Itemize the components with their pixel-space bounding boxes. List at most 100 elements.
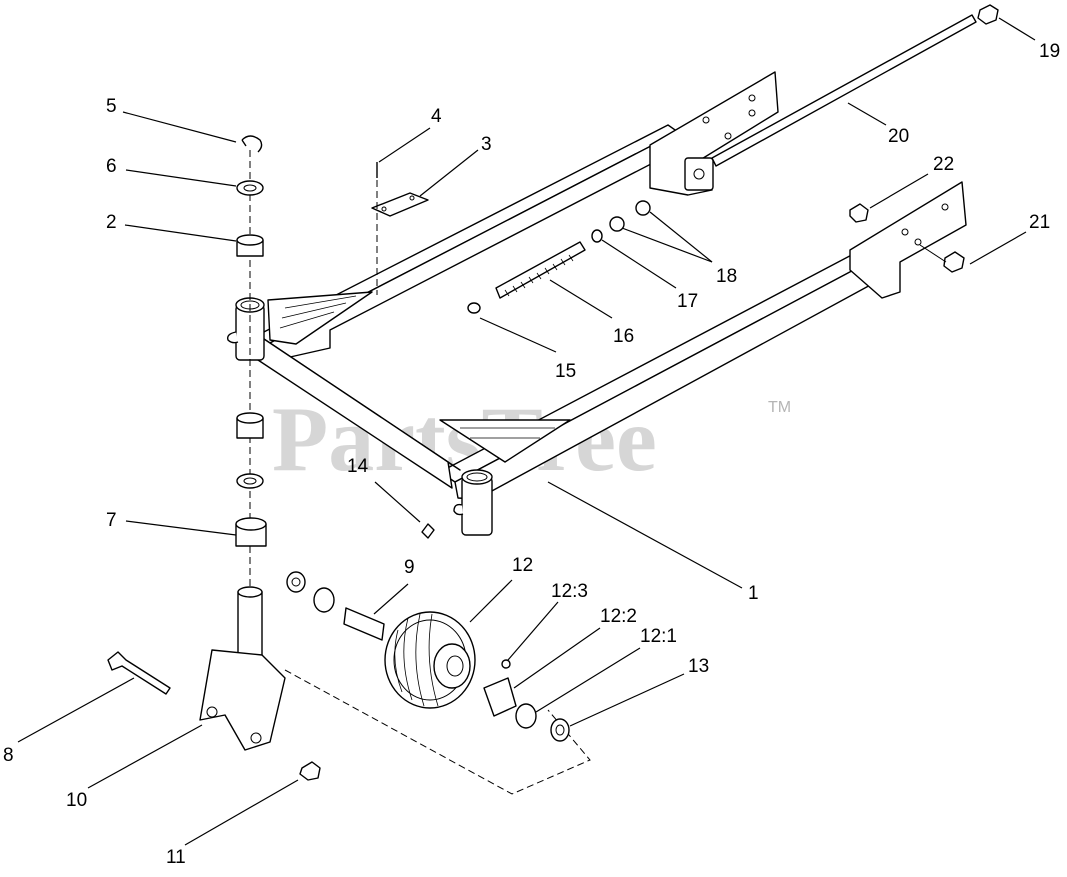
- bracket-far-hole-4: [748, 109, 756, 117]
- leader-2: [124, 224, 237, 242]
- leader-22: [869, 173, 929, 209]
- callout-13: 13: [688, 656, 709, 677]
- callout-1: 1: [748, 583, 759, 604]
- washer-part-15: [467, 302, 481, 314]
- callout-3: 3: [481, 134, 492, 155]
- leader-20: [847, 102, 887, 126]
- frame-rear-bracket-near: [849, 181, 967, 299]
- spacer-part-12-1: [515, 703, 537, 729]
- callout-18: 18: [716, 266, 737, 287]
- leader-14: [374, 481, 421, 523]
- leader-11: [184, 779, 299, 846]
- leader-18b: [649, 211, 713, 263]
- callout-15: 15: [555, 361, 576, 382]
- leader-15: [479, 317, 557, 353]
- leader-16: [549, 279, 613, 319]
- callout-10: 10: [66, 790, 87, 811]
- callout-20: 20: [888, 126, 909, 147]
- nut-part-18a: [609, 216, 625, 232]
- callout-9: 9: [404, 557, 415, 578]
- fork-hole-right: [250, 732, 262, 744]
- axle-axis: [284, 669, 591, 795]
- bearing-part-12-2: [483, 677, 517, 717]
- bracket-near-hole-3: [914, 238, 922, 246]
- bushing-lower-top: [236, 412, 264, 424]
- spacer-part-9: [343, 607, 385, 641]
- leader-lines: [17, 17, 1036, 846]
- leader-3: [419, 149, 479, 197]
- gusset-shade-2: [281, 302, 347, 319]
- rod-and-spring: [467, 4, 999, 314]
- pivot-tube-right-top: [461, 469, 493, 485]
- wheel-hub: [433, 643, 471, 689]
- nut-part-11: [299, 761, 321, 781]
- wheel-assembly: [286, 571, 570, 742]
- callout-12: 12: [512, 555, 533, 576]
- callout-12-2: 12:2: [600, 606, 637, 627]
- leader-12-2: [513, 627, 601, 689]
- bracket-far-hole-2: [724, 132, 732, 140]
- wheel-hub-bore: [446, 655, 464, 677]
- callout-12-3: 12:3: [551, 581, 588, 602]
- leader-17: [601, 239, 677, 289]
- hitch-block-hole: [693, 168, 705, 180]
- leader-12-3: [507, 601, 559, 661]
- nut-part-19: [977, 4, 999, 25]
- spacer-7-top: [235, 517, 267, 531]
- plate-and-screw: [371, 162, 429, 295]
- leader-4: [378, 127, 431, 163]
- washer-6-hole: [243, 184, 257, 192]
- frame-gusset-left: [267, 291, 373, 345]
- gusset-shade-1: [284, 295, 357, 309]
- leader-9: [373, 583, 409, 615]
- plate-hole-1: [381, 206, 387, 212]
- pivot-left-fitting: [226, 331, 239, 344]
- callout-14: 14: [347, 456, 369, 477]
- leader-12: [469, 579, 513, 623]
- bolt-part-8: [107, 651, 171, 695]
- bracket-far-hole-3: [748, 94, 756, 102]
- washer-part-17: [591, 229, 603, 243]
- callout-6: 6: [106, 156, 117, 177]
- clip-part-5: [241, 135, 263, 153]
- leader-21: [969, 231, 1027, 265]
- callout-19: 19: [1039, 41, 1060, 62]
- callout-16: 16: [613, 326, 634, 347]
- fork-part-10: [199, 649, 286, 751]
- washer-lower: [236, 473, 264, 489]
- washer-axle-left-hole: [291, 577, 301, 587]
- frame-gusset-right: [439, 419, 571, 463]
- fork-stem: [237, 591, 263, 658]
- bushing-2-top: [236, 234, 264, 246]
- bracket-far-hole-1: [702, 116, 710, 124]
- caster-fork: [107, 586, 591, 795]
- zerk-part-14: [421, 523, 435, 539]
- frame-hitch-block: [684, 157, 714, 191]
- callout-21: 21: [1029, 212, 1050, 233]
- callout-22: 22: [933, 154, 954, 175]
- watermark-tm: TM: [768, 399, 791, 416]
- leader-18a: [621, 227, 713, 263]
- fitting-part-12-3: [501, 659, 511, 669]
- fork-stem-top: [237, 586, 263, 598]
- spring-coils: [504, 254, 574, 297]
- bearing-axle-left: [313, 587, 335, 613]
- pivot-right-fitting: [453, 503, 464, 516]
- nut-part-18b: [635, 200, 651, 216]
- washer-part-6: [236, 180, 264, 196]
- callout-5: 5: [106, 96, 117, 117]
- leader-19: [998, 17, 1036, 41]
- pivot-tube-right-bore: [466, 472, 488, 482]
- fork-hole-left: [206, 706, 218, 718]
- plate-hole-2: [409, 195, 415, 201]
- callout-11: 11: [166, 847, 186, 868]
- callouts: 5 6 2 7 4 3 15 16 17 18 19 20 22 21 1 14…: [3, 41, 1060, 868]
- leader-7: [125, 520, 237, 536]
- callout-12-1: 12:1: [640, 626, 677, 647]
- callout-8: 8: [3, 745, 14, 766]
- leader-12-1: [535, 647, 641, 713]
- callout-2: 2: [106, 212, 117, 233]
- wheel-tread: [394, 613, 439, 707]
- callout-7: 7: [106, 510, 117, 531]
